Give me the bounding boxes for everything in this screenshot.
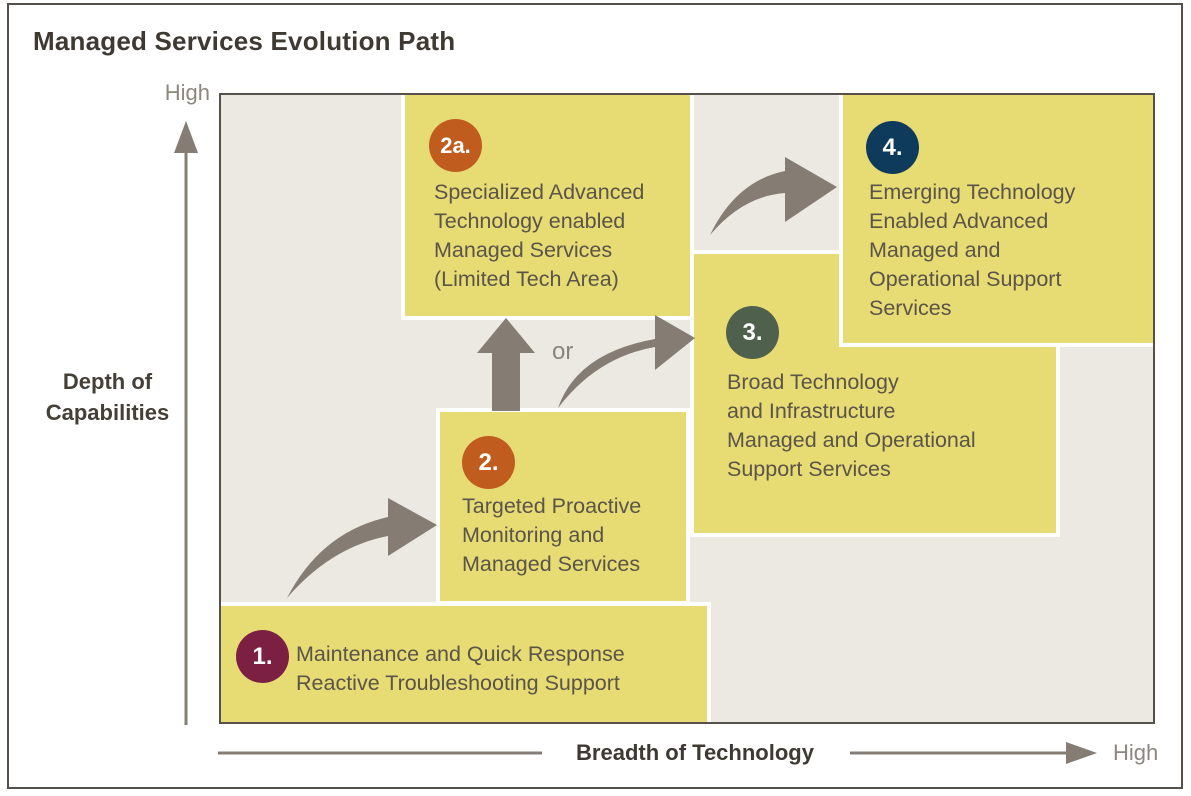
stage-box-1 — [221, 602, 711, 722]
stage-1-badge: 1. — [236, 630, 289, 683]
y-axis-arrowhead-icon — [174, 121, 198, 153]
plot-area: 1. 2. 2a. 3. 4. Maintenance and Quick Re… — [219, 93, 1155, 724]
arrow-stage2-to-stage3-icon — [558, 315, 695, 408]
x-axis-arrowhead-icon — [1066, 742, 1097, 764]
x-axis-high-label: High — [1113, 740, 1159, 765]
stage-2-badge: 2. — [462, 436, 515, 489]
arrow-stage1-to-stage2-icon — [287, 498, 437, 598]
stage-4-badge: 4. — [866, 121, 919, 174]
arrows-canvas — [287, 157, 837, 598]
stage-2-label: Targeted Proactive Monitoring and Manage… — [462, 494, 642, 576]
stage-3-badge: 3. — [726, 306, 779, 359]
stage-4-label: Emerging Technology Enabled Advanced Man… — [869, 180, 1076, 320]
stage-3-label: Broad Technology and Infrastructure Mana… — [727, 370, 976, 481]
stage-2a-badge: 2a. — [429, 119, 482, 172]
page-title: Managed Services Evolution Path — [33, 26, 456, 56]
or-connector-label: or — [552, 338, 574, 365]
y-axis-high-label: High — [164, 80, 210, 105]
arrow-stage2a-to-stage4-icon — [710, 157, 837, 235]
x-axis-title: Breadth of Technology — [576, 740, 814, 765]
stage-1-label: Maintenance and Quick Response Reactive … — [296, 642, 625, 695]
arrow-stage2-to-stage2a-icon — [477, 318, 535, 411]
stage-2a-label: Specialized Advanced Technology enabled … — [434, 180, 645, 291]
y-axis-title: Depth of Capabilities — [45, 369, 170, 425]
